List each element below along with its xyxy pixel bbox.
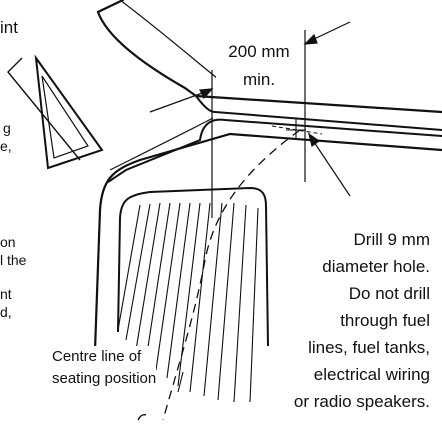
dimension-label: 200 mm min.: [216, 38, 302, 94]
drill-note-line-4: through fuel: [340, 311, 430, 330]
side-window-inner: [41, 75, 89, 159]
drill-note-line-7: or radio speakers.: [293, 392, 430, 411]
drill-note-line-6: electrical wiring: [313, 365, 430, 384]
centre-line-label-line-2: seating position: [52, 370, 157, 387]
dimension-qualifier: min.: [242, 70, 276, 89]
roof-panel-inner: [119, 0, 223, 83]
side-window-triangle: [34, 54, 104, 170]
centre-line-label-line-1: Centre line of: [52, 348, 142, 365]
centre-line-label: Centre line of seating position: [52, 346, 157, 390]
drill-note: Drill 9 mm diameter hole. Do not drill t…: [293, 226, 431, 415]
side-window-outline: [7, 57, 81, 161]
drill-note-line-1: Drill 9 mm: [353, 230, 431, 249]
dimension-lines: [211, 30, 306, 218]
seat-back-outline: [93, 132, 442, 351]
left-fragment-2: e,: [0, 138, 12, 154]
seat-back-inner: [117, 186, 269, 347]
roof-panel-edge: [195, 95, 442, 131]
left-fragment-4: l the: [0, 252, 27, 268]
centre-line-leader: [177, 371, 184, 393]
drill-note-leader: [308, 132, 351, 197]
rear-shelf-inner: [109, 117, 214, 171]
centre-line-dashed: [162, 129, 301, 421]
left-fragment-1: g: [3, 120, 11, 136]
left-fragment-5: nt: [0, 286, 12, 302]
dimension-value: 200 mm: [228, 42, 290, 61]
roof-panel-outline: [96, 0, 442, 114]
drill-hole-marker: [271, 118, 323, 140]
left-fragment-6: d,: [0, 304, 12, 320]
top-fragment-text: int: [0, 18, 18, 37]
drill-note-line-3: Do not drill: [348, 284, 430, 303]
dimension-arrows: [149, 21, 351, 113]
left-fragment-3: on: [0, 234, 16, 250]
floor-curve: [137, 414, 147, 421]
rear-shelf-outline: [107, 118, 442, 183]
drill-note-line-5: lines, fuel tanks,: [308, 338, 430, 357]
drill-note-line-2: diameter hole.: [322, 257, 430, 276]
